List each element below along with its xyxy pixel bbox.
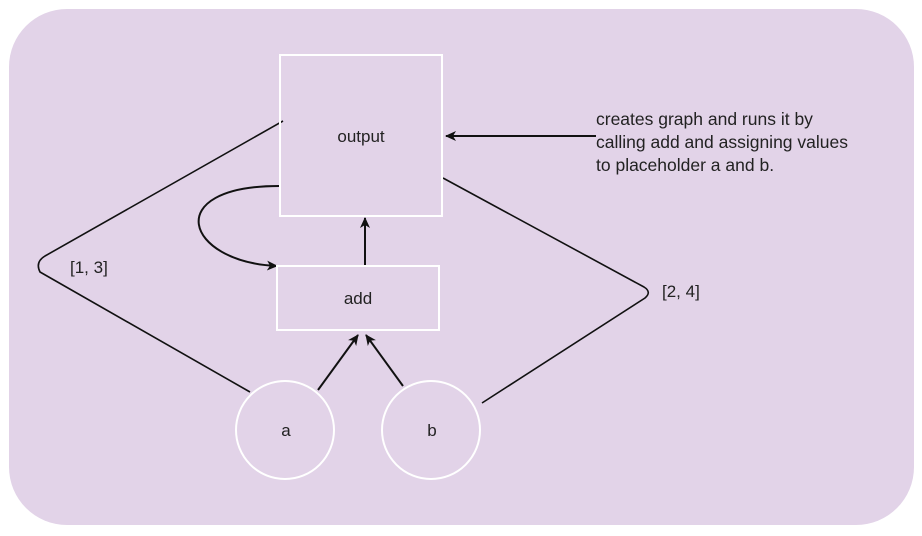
edge-label-right: [2, 4] bbox=[662, 282, 700, 301]
node-output[interactable]: output bbox=[279, 54, 443, 217]
edge-b-to-output-bracket bbox=[442, 177, 650, 404]
note-line-2: calling add and assigning values bbox=[596, 132, 848, 152]
edge-a-to-output-bracket bbox=[37, 120, 284, 393]
edges bbox=[37, 120, 650, 404]
annotation-note: creates graph and runs it by calling add… bbox=[596, 109, 848, 175]
node-b[interactable]: b bbox=[381, 380, 481, 480]
node-a[interactable]: a bbox=[235, 380, 335, 480]
node-b-circle[interactable] bbox=[381, 380, 481, 480]
node-output-label: output bbox=[337, 127, 385, 146]
node-a-label: a bbox=[281, 421, 291, 440]
diagram-background bbox=[9, 9, 914, 525]
node-b-label: b bbox=[427, 421, 436, 440]
edge-a-to-add bbox=[317, 334, 359, 391]
node-output-box[interactable] bbox=[279, 54, 443, 217]
node-add-box[interactable] bbox=[276, 265, 440, 331]
note-line-3: to placeholder a and b. bbox=[596, 155, 774, 175]
edge-b-to-add bbox=[365, 334, 404, 387]
node-add-label: add bbox=[344, 289, 372, 308]
node-add[interactable]: add bbox=[276, 265, 440, 331]
edge-label-left: [1, 3] bbox=[70, 258, 108, 277]
edge-output-to-add-curved bbox=[197, 185, 280, 271]
node-a-circle[interactable] bbox=[235, 380, 335, 480]
note-line-1: creates graph and runs it by bbox=[596, 109, 813, 129]
